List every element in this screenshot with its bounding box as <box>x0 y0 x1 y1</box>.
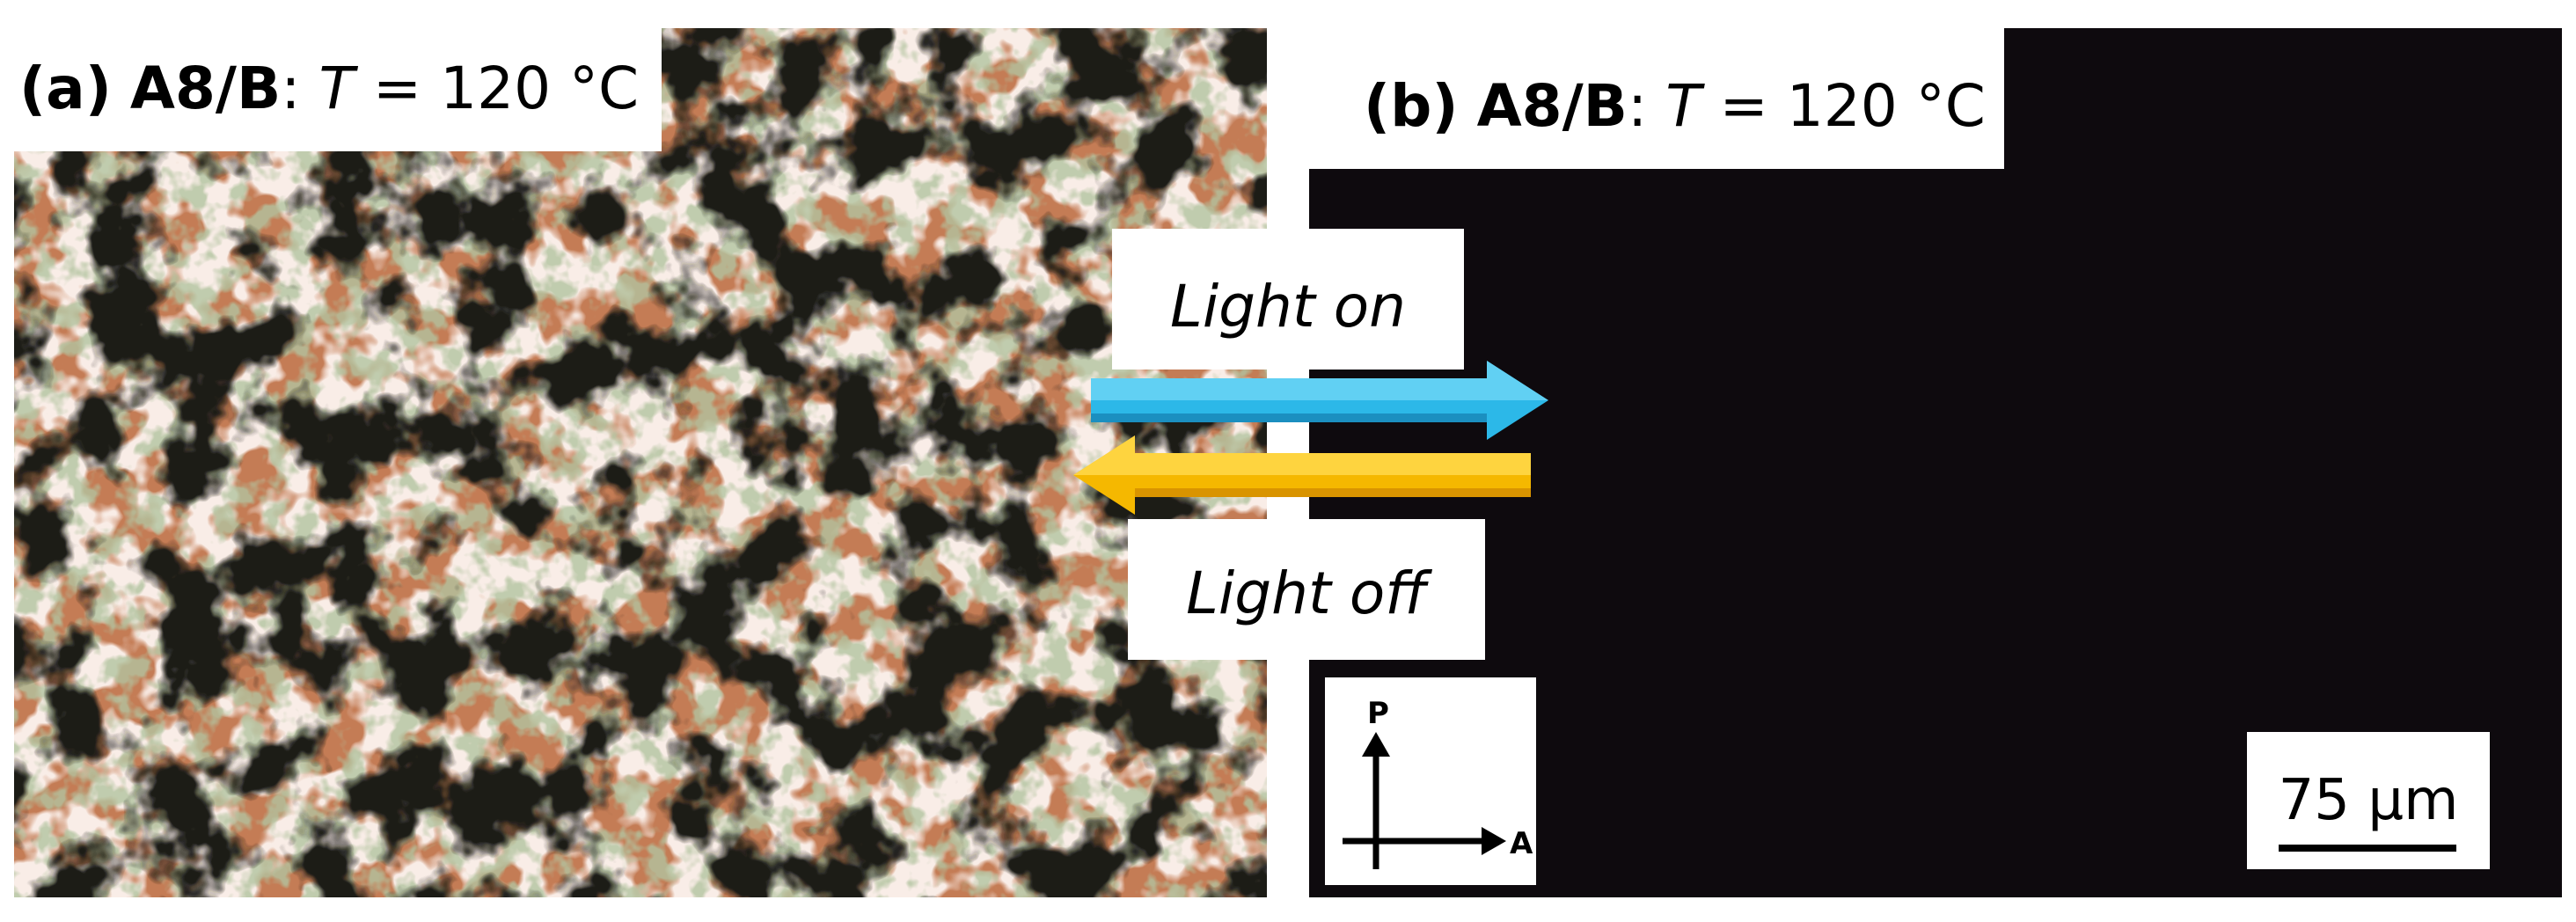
panel-b-temperature-symbol: T <box>1665 72 1701 140</box>
light-off-arrow-icon <box>1073 435 1531 515</box>
scale-bar-box: 75 µm <box>2247 732 2490 869</box>
analyzer-label: A <box>1510 826 1533 861</box>
panel-a-caption: (a) A8/B: T = 120 °C <box>14 28 662 151</box>
polarizer-label: P <box>1367 696 1389 731</box>
switching-arrows <box>1073 361 1548 515</box>
panel-b-caption: (b) A8/B: T = 120 °C <box>1309 28 2004 169</box>
panel-a-temperature-value: = 120 °C <box>372 55 640 122</box>
panel-b-letter: (b) <box>1364 72 1459 140</box>
panel-b-separator: : <box>1627 72 1648 140</box>
scale-bar <box>2279 845 2456 852</box>
light-off-label: Light off <box>1128 519 1485 660</box>
crossed-polarizers-icon: P A <box>1343 696 1533 869</box>
panel-a-sample: A8/B <box>129 55 282 122</box>
panel-b-sample: A8/B <box>1476 72 1628 140</box>
panel-b-temperature-value: = 120 °C <box>1719 72 1986 140</box>
panel-a-temperature-symbol: T <box>318 55 355 122</box>
texture-micrograph-panel-a <box>14 28 1267 897</box>
panel-a-separator: : <box>281 55 301 122</box>
scale-bar-label: 75 µm <box>2278 768 2459 833</box>
panel-a-letter: (a) <box>19 55 112 122</box>
light-on-arrow-icon <box>1091 361 1548 440</box>
light-on-label: Light on <box>1112 229 1464 370</box>
polarizer-analyzer-indicator: P A <box>1325 677 1536 885</box>
schlieren-texture-image <box>14 28 1267 897</box>
